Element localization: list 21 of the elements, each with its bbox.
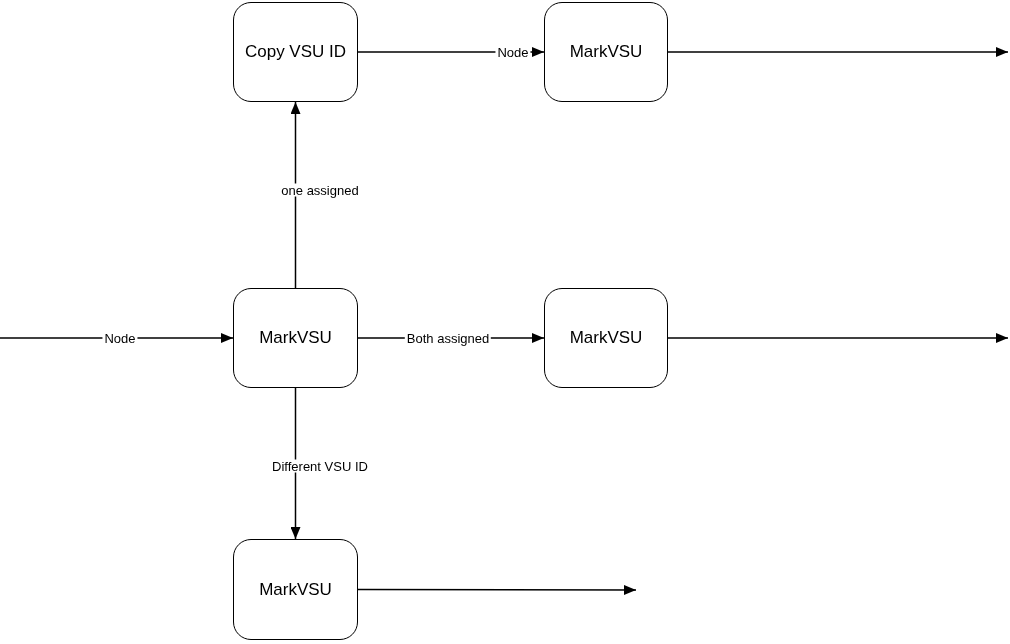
edge-label: Node — [102, 331, 138, 345]
edge-label: Node — [495, 45, 531, 59]
process-box — [233, 288, 358, 388]
edge-label: Different VSU ID — [270, 459, 370, 473]
process-box — [544, 2, 668, 102]
arrow — [667, 47, 1009, 57]
edge-label: Both assigned — [404, 331, 492, 345]
box-label: MarkVSU — [569, 327, 643, 349]
box-label: MarkVSU — [569, 41, 643, 63]
box-label: Copy VSU ID — [244, 41, 347, 63]
process-box — [233, 539, 358, 640]
arrow — [357, 585, 637, 595]
edge-label: one assigned — [279, 183, 361, 197]
arrow — [0, 333, 234, 343]
process-box — [233, 2, 358, 102]
box-label: MarkVSU — [259, 327, 332, 349]
arrow — [667, 333, 1009, 343]
box-label: MarkVSU — [259, 578, 332, 601]
arrow — [290, 387, 301, 540]
arrow — [290, 101, 301, 289]
process-box — [544, 288, 668, 388]
